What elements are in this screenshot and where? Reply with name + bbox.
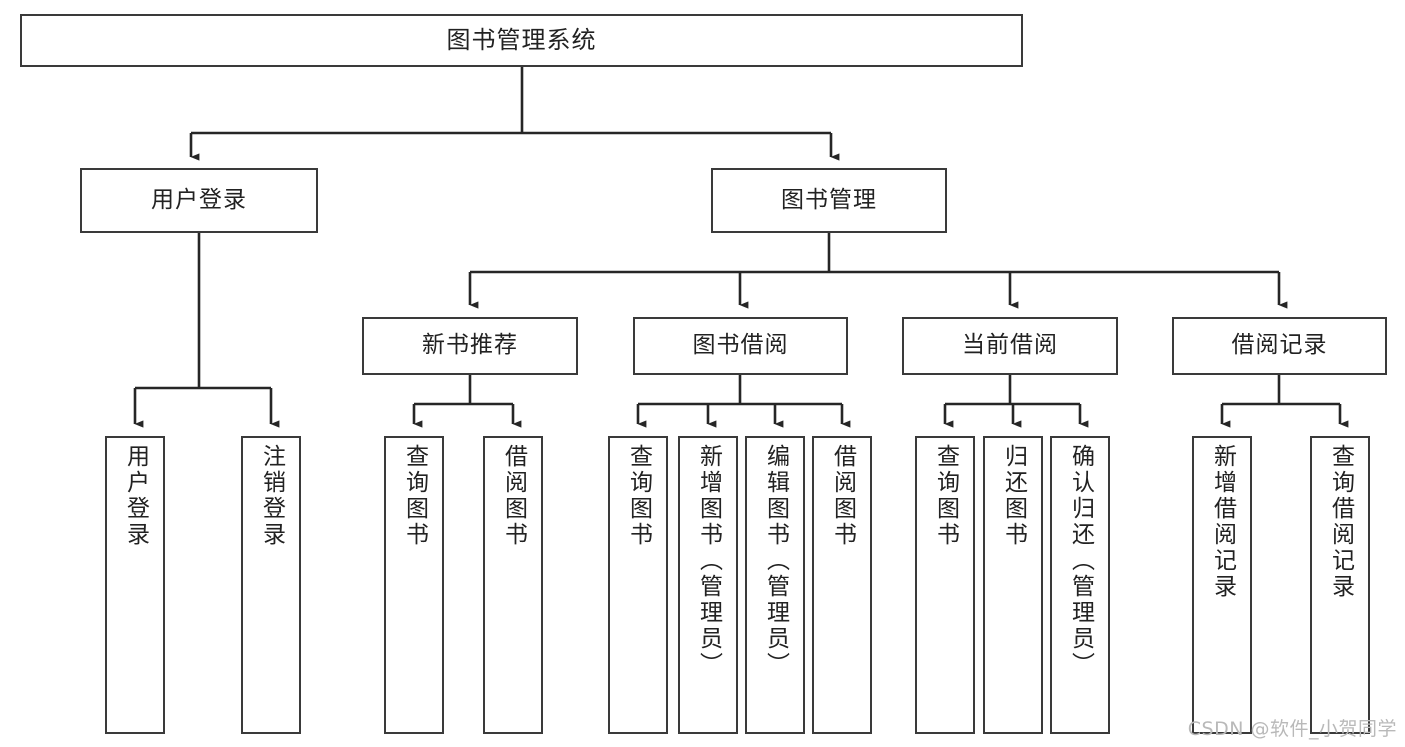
node-current-borrow-label: 当前借阅 xyxy=(962,332,1058,359)
node-leaf-borrow-book-1[interactable]: 借阅图书 xyxy=(483,436,543,734)
node-leaf-borrow-book-2-label: 借阅图书 xyxy=(829,444,856,548)
node-user-login-label: 用户登录 xyxy=(151,186,247,213)
node-leaf-add-book-label: 新增图书（管理员） xyxy=(695,444,722,678)
node-leaf-query-book-3[interactable]: 查询图书 xyxy=(915,436,975,734)
node-leaf-return-book-label: 归还图书 xyxy=(1000,444,1027,548)
node-new-book-recommend[interactable]: 新书推荐 xyxy=(362,317,578,375)
node-leaf-edit-book-label: 编辑图书（管理员） xyxy=(762,444,789,678)
node-leaf-add-record[interactable]: 新增借阅记录 xyxy=(1192,436,1252,734)
node-leaf-query-book-3-label: 查询图书 xyxy=(932,444,959,548)
node-book-borrow[interactable]: 图书借阅 xyxy=(633,317,848,375)
node-leaf-query-book-1-label: 查询图书 xyxy=(401,444,428,548)
node-leaf-borrow-book-2[interactable]: 借阅图书 xyxy=(812,436,872,734)
node-borrow-record-label: 借阅记录 xyxy=(1231,332,1328,359)
node-book-borrow-label: 图书借阅 xyxy=(692,332,789,359)
node-leaf-edit-book[interactable]: 编辑图书（管理员） xyxy=(745,436,805,734)
node-leaf-add-book[interactable]: 新增图书（管理员） xyxy=(678,436,738,734)
node-leaf-query-book-2[interactable]: 查询图书 xyxy=(608,436,668,734)
node-user-login[interactable]: 用户登录 xyxy=(80,168,318,233)
node-current-borrow[interactable]: 当前借阅 xyxy=(902,317,1118,375)
node-leaf-logout-label: 注销登录 xyxy=(258,444,285,548)
node-leaf-return-book[interactable]: 归还图书 xyxy=(983,436,1043,734)
node-leaf-logout[interactable]: 注销登录 xyxy=(241,436,301,734)
node-leaf-user-login[interactable]: 用户登录 xyxy=(105,436,165,734)
node-book-manage-label: 图书管理 xyxy=(781,186,877,213)
watermark-text: CSDN @软件_小贺同学 xyxy=(1187,718,1397,740)
node-leaf-confirm-return[interactable]: 确认归还（管理员） xyxy=(1050,436,1110,734)
node-leaf-borrow-book-1-label: 借阅图书 xyxy=(500,444,527,548)
node-borrow-record[interactable]: 借阅记录 xyxy=(1172,317,1387,375)
node-leaf-add-record-label: 新增借阅记录 xyxy=(1209,444,1236,600)
node-leaf-confirm-return-label: 确认归还（管理员） xyxy=(1067,444,1094,678)
node-root-book-management-system[interactable]: 图书管理系统 xyxy=(20,14,1023,67)
node-leaf-user-login-label: 用户登录 xyxy=(122,444,149,548)
node-leaf-query-book-2-label: 查询图书 xyxy=(625,444,652,548)
node-book-manage[interactable]: 图书管理 xyxy=(711,168,947,233)
node-leaf-query-record[interactable]: 查询借阅记录 xyxy=(1310,436,1370,734)
node-root-label: 图书管理系统 xyxy=(446,26,597,55)
node-new-book-recommend-label: 新书推荐 xyxy=(422,332,518,359)
node-leaf-query-book-1[interactable]: 查询图书 xyxy=(384,436,444,734)
node-leaf-query-record-label: 查询借阅记录 xyxy=(1327,444,1354,600)
